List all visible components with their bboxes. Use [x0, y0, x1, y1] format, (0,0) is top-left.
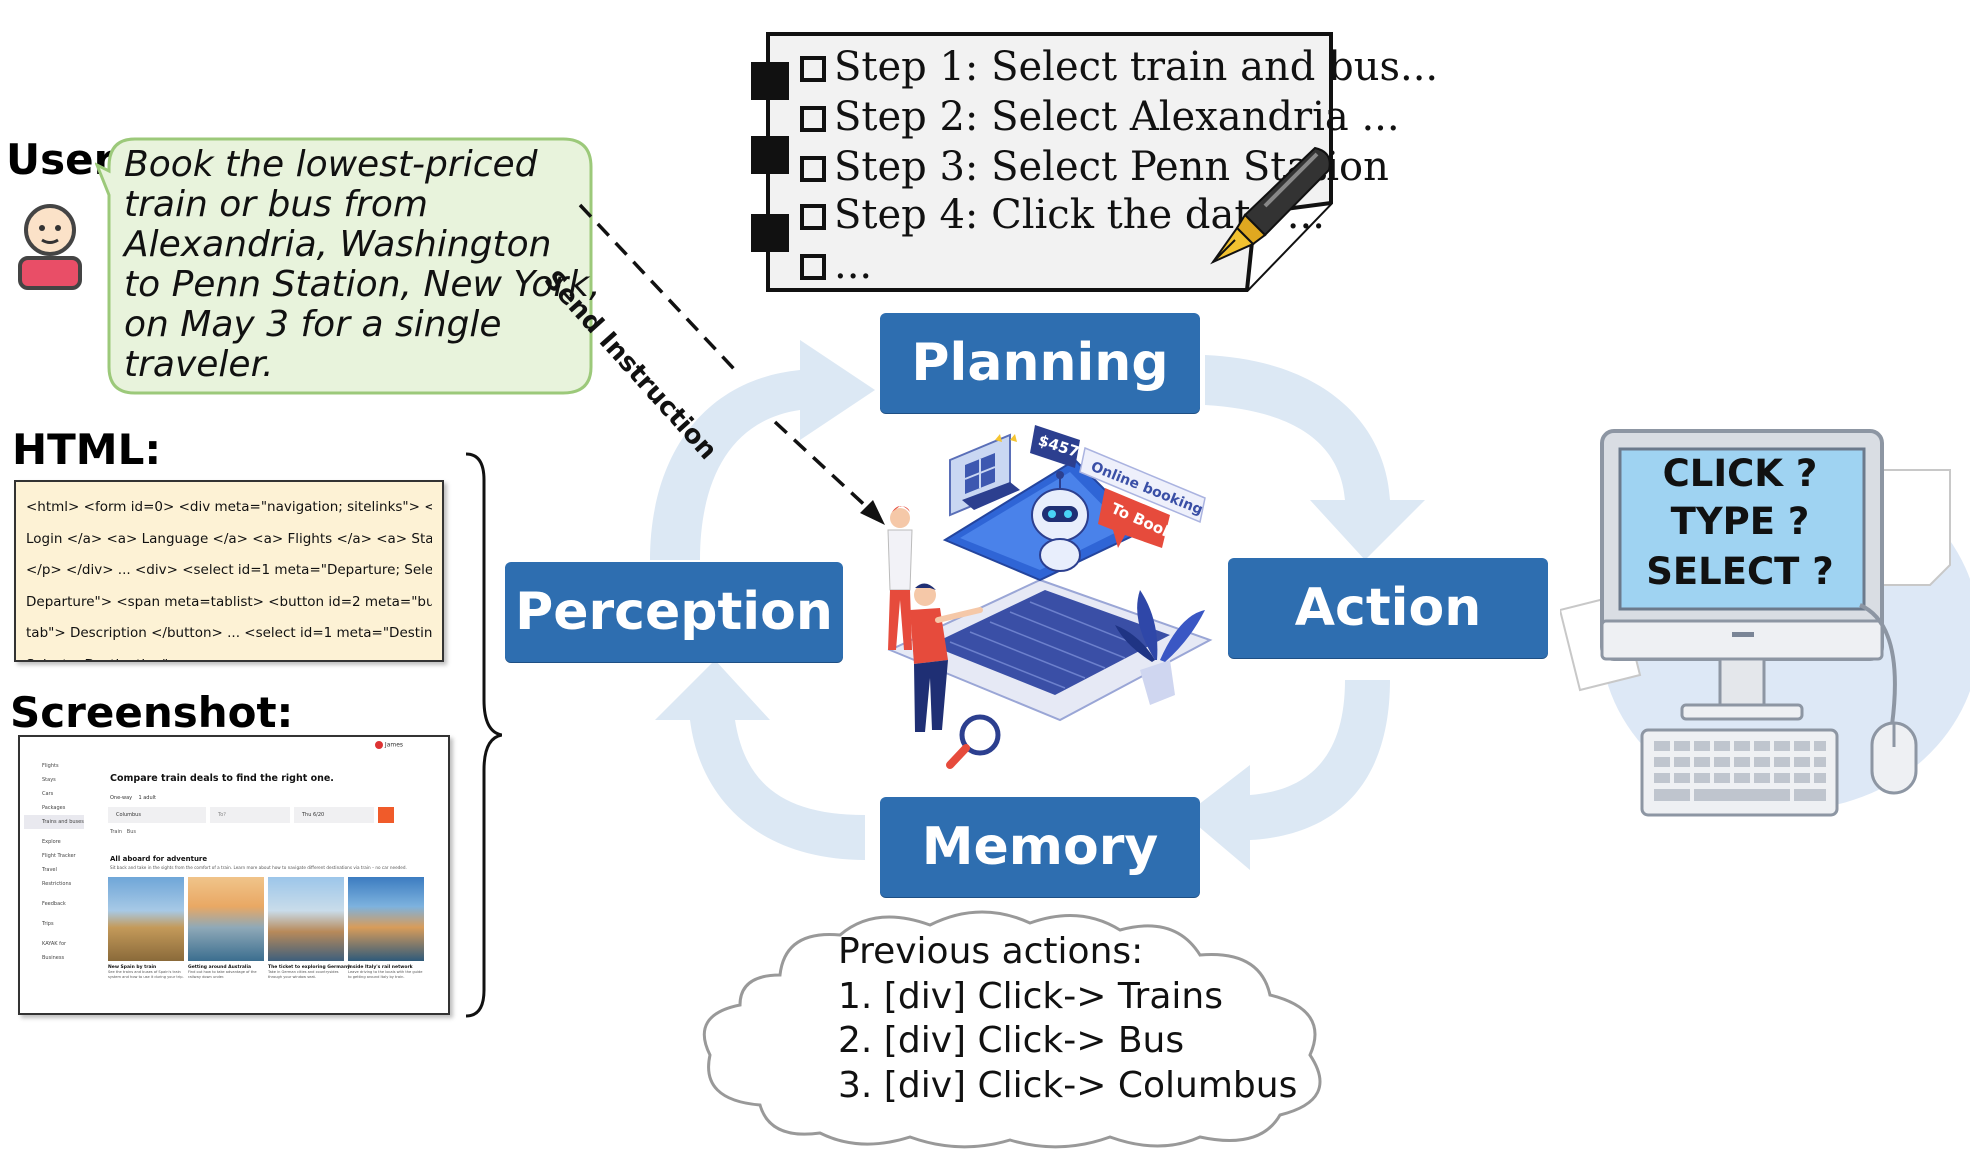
plan-step: Step 1: Select train and bus... [800, 45, 1438, 89]
checkbox-icon [800, 106, 826, 132]
card-desc: Find out how to take advantage of the ra… [188, 970, 257, 979]
sidebar-item: Stays [42, 777, 56, 783]
destination-card: Inside Italy's rail network Leave drivin… [348, 877, 424, 980]
checkbox-icon [800, 204, 826, 230]
screen-click: CLICK ? [1662, 452, 1818, 495]
card-title: The ticket to exploring Germany [268, 965, 351, 970]
sidebar-item: Cars [42, 791, 54, 797]
checkbox-icon [800, 56, 826, 82]
html-line: Select a Destination"> ... [26, 650, 432, 661]
checkbox-icon [800, 254, 826, 280]
memory-module: Memory [880, 797, 1200, 897]
screenshot-heading: Compare train deals to find the right on… [110, 773, 334, 784]
html-line: </p> </div> ... <div> <select id=1 meta=… [26, 562, 432, 578]
account-name: James [384, 741, 404, 749]
screen-select: SELECT ? [1646, 550, 1834, 593]
checkbox-icon [800, 156, 826, 182]
section-heading: All aboard for adventure [110, 855, 208, 863]
trip-type: One-way [110, 795, 133, 801]
instruction-line: to Penn Station, New York, [124, 264, 601, 305]
computer-illustration [1560, 429, 1970, 817]
memory-title: Previous actions: [838, 931, 1144, 972]
card-title: Getting around Australia [188, 965, 252, 970]
sidebar-item: Trips [42, 921, 54, 927]
card-title: New Spain by train [108, 965, 157, 970]
card-desc: Take in German cities and countrysides t… [268, 970, 339, 979]
user-label: User [6, 135, 115, 184]
trip-options: One-way 1 adult [110, 795, 156, 801]
sidebar-item: Travel Restrictions [42, 867, 72, 887]
user-speech-bubble [95, 137, 593, 395]
plan-step-text: Step 1: Select train and bus... [834, 44, 1439, 90]
plan-notepad [751, 32, 1333, 292]
agent-illustration: $457 Online booking To Book [887, 425, 1213, 769]
memory-action: 3. [div] Click-> Columbus [838, 1065, 1298, 1106]
html-snippet: <html> <form id=0> <div meta="navigation… [14, 480, 444, 662]
card-title: Inside Italy's rail network [348, 965, 413, 970]
html-label: HTML: [12, 425, 162, 474]
adults-count: 1 adult [138, 795, 156, 801]
sidebar-item: Packages [42, 805, 66, 811]
screen-type: TYPE ? [1670, 500, 1810, 543]
account-menu: James [375, 741, 403, 749]
perception-module: Perception [505, 562, 843, 662]
sidebar-item: Trains and buses [24, 815, 84, 829]
instruction-line: traveler. [124, 344, 274, 385]
plan-step-text: ... [834, 242, 873, 288]
section-subtext: Sit back and take in the sights from the… [110, 865, 407, 870]
sidebar-item: KAYAK for Business [42, 941, 67, 961]
html-line: Login </a> <a> Language </a> <a> Flights… [26, 530, 432, 547]
card-image [188, 877, 264, 961]
instruction-line: train or bus from [124, 184, 428, 225]
destination-card: Getting around Australia Find out how to… [188, 877, 264, 980]
card-desc: Leave driving to the locals with the gui… [348, 970, 423, 979]
website-screenshot: James Flights Stays Cars Packages Trains… [18, 735, 450, 1015]
planning-module: Planning [880, 313, 1200, 413]
instruction-line: on May 3 for a single [124, 304, 502, 345]
sidebar-item: Flights [42, 763, 59, 769]
user-avatar-icon [18, 204, 82, 290]
sidebar-item: Explore [42, 839, 61, 845]
from-field: Columbus [108, 807, 206, 823]
date-field-value: Thu 6/20 [302, 812, 325, 818]
screenshot-label: Screenshot: [10, 688, 294, 737]
sidebar-item: Flight Tracker [42, 853, 76, 859]
html-line: tab"> Description </button> ... <select … [26, 625, 432, 641]
filter-bus: Bus [126, 829, 136, 835]
filter-train: Train [110, 829, 122, 835]
search-button [378, 807, 394, 823]
card-image [348, 877, 424, 961]
instruction-line: Book the lowest-priced [124, 144, 538, 185]
instruction-line: Alexandria, Washington [124, 224, 552, 265]
to-field-value: To? [218, 812, 226, 818]
action-module: Action [1228, 558, 1548, 658]
screenshot-sidebar: Flights Stays Cars Packages Trains and b… [24, 759, 84, 965]
memory-action: 1. [div] Click-> Trains [838, 976, 1223, 1017]
filter-options: Train Bus [110, 829, 136, 835]
to-field: To? [210, 807, 290, 823]
plan-step: Step 2: Select Alexandria ... [800, 95, 1400, 139]
memory-action: 2. [div] Click-> Bus [838, 1020, 1185, 1061]
html-line: <html> <form id=0> <div meta="navigation… [26, 499, 432, 515]
sidebar-item: Feedback [42, 901, 66, 907]
card-image [268, 877, 344, 961]
destination-card: The ticket to exploring Germany Take in … [268, 877, 351, 980]
plan-step-text: Step 2: Select Alexandria ... [834, 94, 1400, 140]
date-field: Thu 6/20 [294, 807, 374, 823]
html-line: Departure"> <span meta=tablist> <button … [26, 593, 432, 610]
memory-cloud [702, 910, 1322, 1149]
plan-step: ... [800, 243, 872, 287]
destination-card: New Spain by train See the trains and bu… [108, 877, 184, 980]
card-image [108, 877, 184, 961]
input-brace [465, 452, 502, 1018]
from-field-value: Columbus [116, 812, 141, 818]
card-desc: See the trains and buses of Spain's trai… [108, 970, 184, 979]
fountain-pen-icon [1210, 146, 1331, 265]
